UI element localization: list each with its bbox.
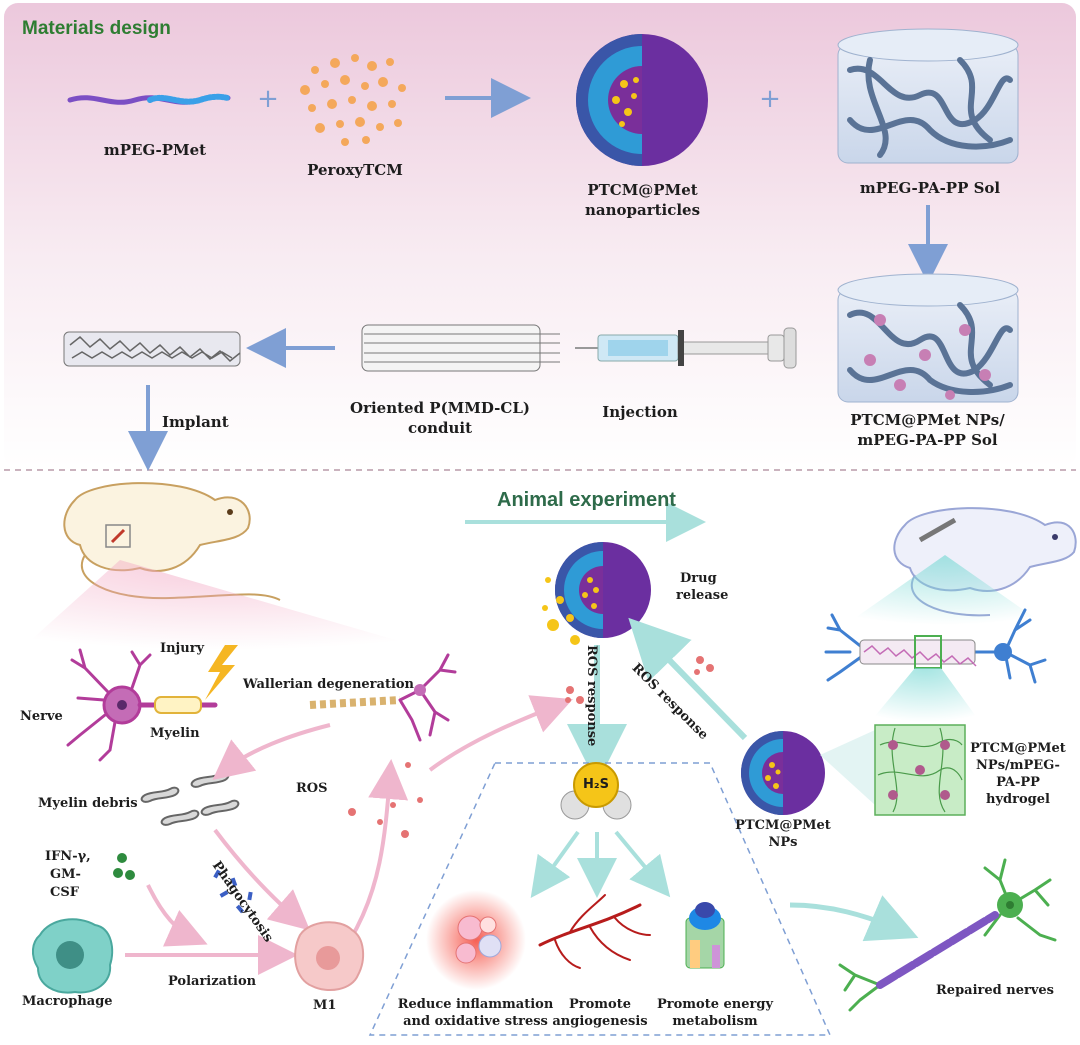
arrow-m1-to-ros — [348, 759, 409, 942]
label-myelin-debris: Myelin debris — [38, 796, 138, 811]
conduit-icon — [361, 324, 560, 372]
plus-icon-2: + — [759, 84, 781, 114]
filled-conduit-icon — [63, 331, 241, 367]
label-ifn1: IFN-γ, — [45, 849, 91, 864]
label-conduit-line1: Oriented P(MMD-CL) — [350, 399, 530, 417]
arrow-debris-to-m1 — [213, 828, 311, 931]
implanted-conduit-icon — [824, 608, 1047, 684]
label-np-line2: nanoparticles — [584, 201, 701, 219]
nanoparticle-nps-icon — [741, 731, 825, 815]
label-nerve: Nerve — [20, 709, 63, 724]
myelin-debris-icon — [140, 771, 240, 826]
plus-icon: + — [257, 84, 279, 114]
label-ros-left: ROS — [296, 781, 328, 796]
label-repaired: Repaired nerves — [936, 983, 1054, 998]
label-angio2: angiogenesis — [552, 1014, 648, 1029]
rat-injured-icon — [63, 482, 281, 601]
cytokine-dots — [113, 853, 135, 880]
ros-dots-right — [694, 656, 714, 675]
blood-vessel-icon — [538, 894, 651, 969]
label-drug2: release — [676, 588, 729, 603]
label-np-line1: PTCM@PMet — [587, 181, 698, 199]
label-energy1: Promote energy — [656, 997, 773, 1012]
nanoparticle-icon — [576, 34, 708, 166]
arrow-ros-to-np — [428, 695, 573, 772]
h2s-arrows — [530, 830, 671, 899]
myelin-segment — [154, 696, 202, 714]
label-wallerian: Wallerian degeneration — [243, 677, 415, 692]
label-mpeg-pmet: mPEG-PMet — [103, 141, 207, 159]
label-h2s: H₂S — [583, 777, 609, 792]
label-peroxytcm: PeroxyTCM — [307, 161, 403, 179]
label-gel-line2: mPEG-PA-PP Sol — [857, 431, 998, 449]
label-hydro2: NPs/mPEG- — [976, 758, 1060, 773]
syringe-icon — [575, 327, 797, 369]
wallerian-axon-icon — [309, 653, 457, 742]
arrow-ifn-to-m1 — [146, 884, 208, 947]
label-conduit-line2: conduit — [407, 419, 473, 437]
label-hydro1: PTCM@PMet — [970, 741, 1066, 756]
arrow-wallerian-to-debris — [212, 723, 331, 780]
inflammation-icon — [426, 890, 526, 990]
label-m1: M1 — [313, 998, 337, 1013]
m1-cell-icon — [294, 921, 365, 991]
h2s-molecule-icon — [560, 762, 632, 820]
hydrogel-cube-icon — [874, 724, 966, 816]
label-angio1: Promote — [569, 997, 631, 1012]
gel-cylinder-icon — [837, 273, 1019, 403]
label-hydro3: PA-PP — [996, 775, 1040, 790]
label-sol: mPEG-PA-PP Sol — [859, 179, 1001, 197]
label-polarization: Polarization — [168, 974, 257, 989]
teal-glow-to-hydrogel — [820, 730, 875, 805]
nanoparticle-release-icon — [542, 542, 651, 645]
label-energy2: metabolism — [672, 1014, 758, 1029]
label-ros-response-vertical: ROS response — [584, 645, 599, 747]
label-gel-line1: PTCM@PMet NPs/ — [850, 411, 1005, 429]
peroxytcm-dots-icon — [300, 54, 406, 146]
section-animal-experiment: Animal experiment — [497, 489, 676, 511]
label-drug1: Drug — [680, 571, 717, 586]
label-implant: Implant — [162, 413, 229, 431]
effects-trapezoid — [368, 762, 832, 1036]
label-nps2: NPs — [768, 835, 798, 850]
lightning-icon — [205, 645, 238, 700]
pink-zoom-glow — [20, 560, 430, 650]
repaired-nerve-icon — [838, 858, 1057, 1012]
sol-cylinder-icon — [837, 28, 1019, 164]
label-ifn3: CSF — [50, 885, 79, 900]
label-hydro4: hydrogel — [986, 792, 1050, 807]
label-injury: Injury — [160, 641, 205, 656]
arrow-ros-response-diag — [628, 617, 748, 741]
label-nps1: PTCM@PMet — [735, 818, 831, 833]
label-reduce1: Reduce inflammation — [397, 997, 554, 1012]
section-materials-design: Materials design — [22, 18, 171, 39]
ros-dots-center — [565, 686, 584, 704]
label-injection: Injection — [602, 403, 678, 421]
mpeg-pmet-polymer-icon — [67, 93, 231, 105]
teal-zoom-glow-2 — [870, 668, 980, 722]
phagocytosis-fragments — [213, 869, 253, 914]
arrow-to-repaired — [789, 895, 919, 942]
label-reduce2: and oxidative stress — [403, 1014, 548, 1029]
label-macrophage: Macrophage — [22, 994, 113, 1009]
label-ifn2: GM- — [50, 867, 81, 882]
energy-protein-icon — [685, 902, 725, 969]
macrophage-icon — [32, 918, 114, 994]
label-myelin: Myelin — [150, 726, 200, 741]
teal-zoom-glow — [845, 555, 1045, 625]
